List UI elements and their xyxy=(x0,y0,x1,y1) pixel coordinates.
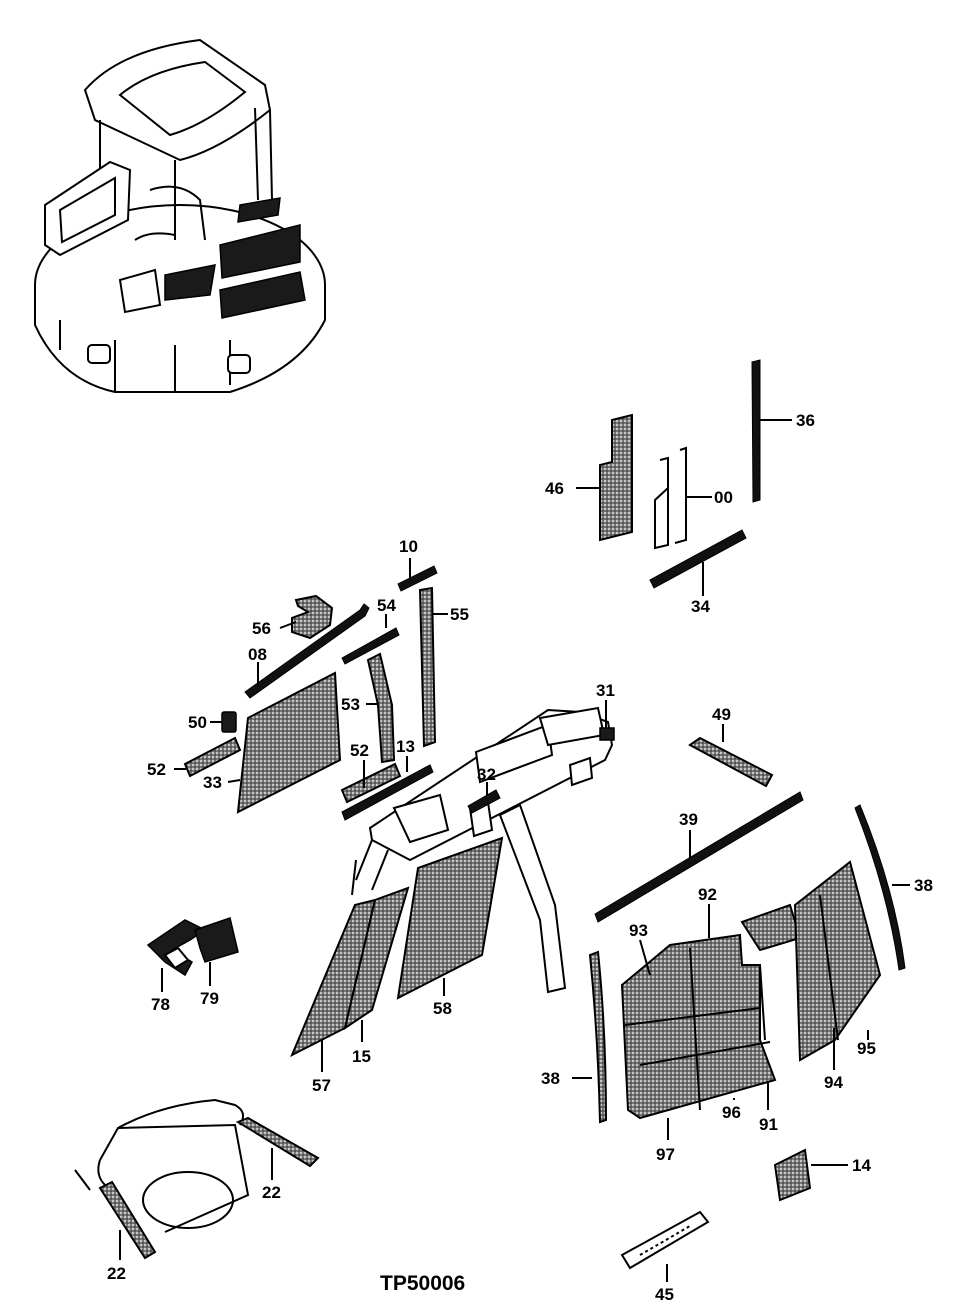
callout-38-left: 38 xyxy=(541,1069,560,1088)
callout-00: 00 xyxy=(714,488,733,507)
part-38-strip-left xyxy=(588,950,608,1124)
callout-14: 14 xyxy=(852,1156,871,1175)
callout-46: 46 xyxy=(545,479,564,498)
callout-50: 50 xyxy=(188,713,207,732)
part-08-strip xyxy=(244,603,370,699)
callout-36: 36 xyxy=(796,411,815,430)
part-00-seal xyxy=(654,446,687,550)
callout-95: 95 xyxy=(857,1039,876,1058)
part-52-strip-right xyxy=(340,762,402,804)
callout-32: 32 xyxy=(477,765,496,784)
callout-22-left: 22 xyxy=(107,1264,126,1283)
machine-overview-illustration xyxy=(34,38,326,393)
floor-illustration xyxy=(74,1098,250,1233)
leader-lines xyxy=(119,419,910,1282)
part-55-strip xyxy=(418,586,437,748)
part-49-strip xyxy=(688,736,774,788)
callout-13: 13 xyxy=(396,737,415,756)
part-22-strip-right xyxy=(235,1116,320,1168)
callout-39: 39 xyxy=(679,810,698,829)
part-13-strip xyxy=(341,764,434,821)
callout-15: 15 xyxy=(352,1047,371,1066)
callout-22-right: 22 xyxy=(262,1183,281,1202)
part-38-strip-right xyxy=(854,804,906,971)
callout-56: 56 xyxy=(252,619,271,638)
callout-93: 93 xyxy=(629,921,648,940)
callout-labels: 36 46 00 34 10 54 55 56 08 50 53 52 13 5… xyxy=(107,411,933,1304)
part-56-block xyxy=(291,594,334,640)
part-33-pad xyxy=(236,671,342,814)
callout-34: 34 xyxy=(691,597,710,616)
part-15-pad xyxy=(343,886,410,1031)
callout-33: 33 xyxy=(203,773,222,792)
part-39-strip xyxy=(594,791,804,923)
callout-49: 49 xyxy=(712,705,731,724)
callout-08: 08 xyxy=(248,645,267,664)
cab-frame-illustration xyxy=(351,706,614,994)
callout-58: 58 xyxy=(433,999,452,1018)
callout-97: 97 xyxy=(656,1145,675,1164)
part-31-block xyxy=(599,727,615,741)
callout-38-right: 38 xyxy=(914,876,933,895)
part-58-pad xyxy=(396,836,504,1000)
callout-52-right: 52 xyxy=(350,741,369,760)
part-78-part-79-brackets xyxy=(146,917,239,977)
diagram-code: TP50006 xyxy=(380,1272,465,1295)
callout-96: 96 xyxy=(722,1103,741,1122)
callout-92: 92 xyxy=(698,885,717,904)
part-50-block xyxy=(221,711,237,733)
callout-79: 79 xyxy=(200,989,219,1008)
callout-78: 78 xyxy=(151,995,170,1014)
part-54-strip xyxy=(341,627,400,665)
callout-31: 31 xyxy=(596,681,615,700)
callout-10: 10 xyxy=(399,537,418,556)
callout-52-left: 52 xyxy=(147,760,166,779)
part-36-strip xyxy=(751,359,761,503)
part-52-strip-left xyxy=(183,736,242,778)
front-glass-pads-91-97 xyxy=(620,860,882,1120)
callout-53: 53 xyxy=(341,695,360,714)
callout-94: 94 xyxy=(824,1073,843,1092)
callout-57: 57 xyxy=(312,1076,331,1095)
callout-91: 91 xyxy=(759,1115,778,1134)
callout-45: 45 xyxy=(655,1285,674,1304)
callout-54: 54 xyxy=(377,596,396,615)
part-22-strip-left xyxy=(98,1180,157,1260)
part-46-pad xyxy=(599,413,633,542)
part-14-block xyxy=(773,1148,812,1202)
part-10-strip xyxy=(397,565,438,592)
part-53-strip xyxy=(366,652,396,764)
part-34-strip xyxy=(649,529,747,589)
callout-55: 55 xyxy=(450,605,469,624)
part-45-pad xyxy=(620,1210,710,1270)
